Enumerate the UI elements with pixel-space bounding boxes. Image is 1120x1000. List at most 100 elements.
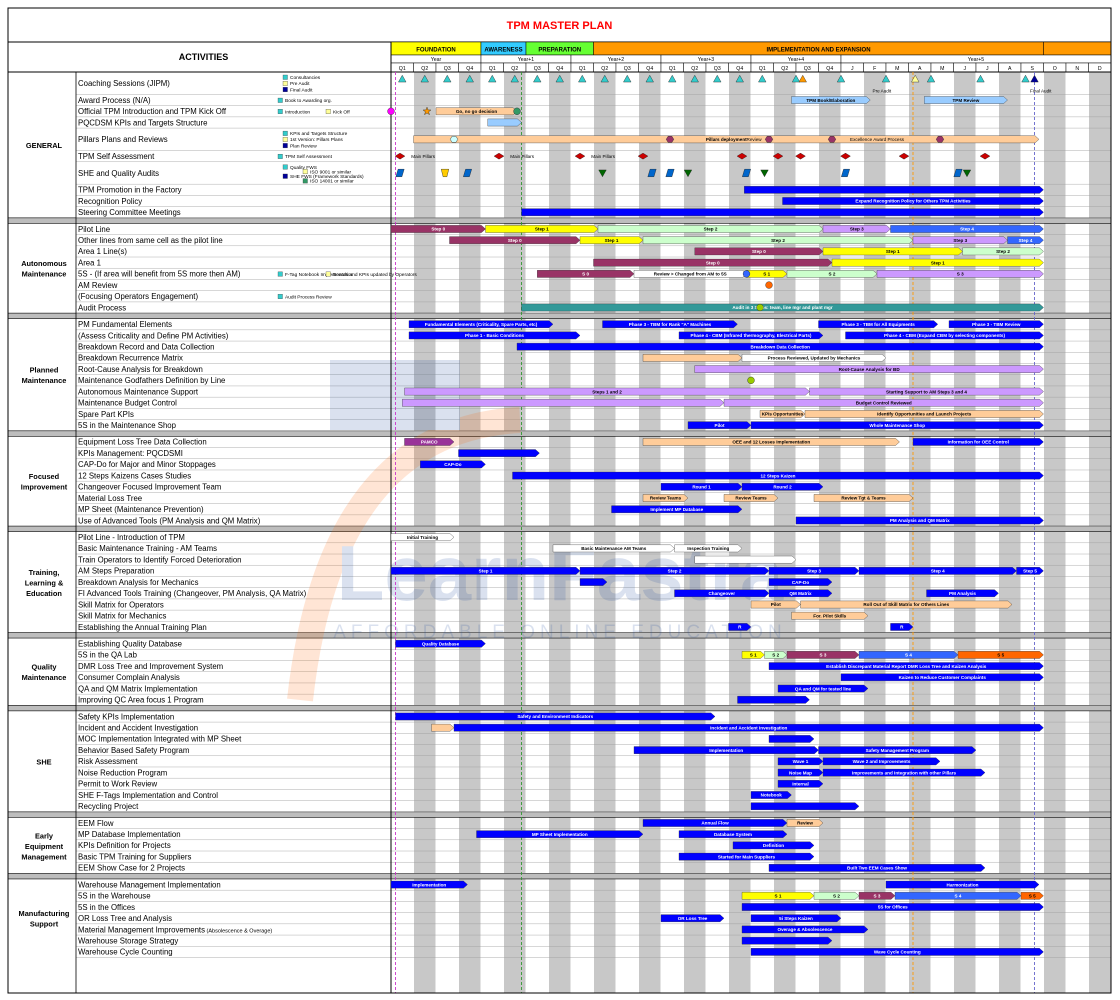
gantt-bar-label: Root-Cause Analysis for BD (839, 367, 901, 372)
legend-symbol (282, 87, 288, 92)
activity-label: KPIs Definition for Projects (78, 841, 171, 850)
activity-label: OR Loss Tree and Analysis (78, 914, 172, 923)
period-label: O (1053, 66, 1057, 72)
milestone-marker (898, 152, 910, 160)
period-label: J (986, 66, 989, 72)
gantt-bar (831, 258, 1044, 267)
activity-label: Behavior Based Safety Program (78, 746, 189, 755)
gantt-bar (845, 331, 1044, 340)
period-label: Q1 (399, 66, 406, 72)
gantt-bar-label: Pillars deployment (706, 137, 747, 142)
period-label: Q3 (804, 66, 811, 72)
gantt-bar-label: Roll Out of Skill Matrix for Others Line… (863, 602, 949, 607)
gantt-bar (390, 533, 455, 541)
legend-label: Book to Awarding org. (285, 98, 332, 104)
milestone-marker (420, 74, 429, 83)
gantt-bar-label: S 2 (833, 893, 840, 898)
milestone-marker (493, 152, 505, 160)
gantt-bar (822, 247, 963, 256)
gantt-bar-label: Notebook (761, 793, 783, 798)
activity-label: DMR Loss Tree and Improvement System (78, 662, 223, 671)
marker-annotation: Final Audit (1030, 88, 1052, 93)
gantt-bar-label: Noise Map (789, 770, 812, 775)
legend-label: 1st Version: Pillars Plans (290, 137, 343, 143)
milestone-marker (911, 74, 920, 83)
legend-symbol (302, 169, 308, 175)
period-label: Q3 (624, 66, 631, 72)
period-label: Q3 (534, 66, 541, 72)
legend-label: F-Tag Notebook Implementation (285, 272, 354, 278)
gantt-bar (404, 387, 810, 396)
gantt-bar (894, 892, 1022, 900)
gantt-bar-label: Quality Database (422, 641, 460, 646)
gantt-bar (395, 639, 486, 648)
gantt-bar-label: Phase 3 - TBM Review (972, 322, 1021, 327)
gantt-bar-label: Step 3 (807, 569, 821, 574)
activity-label: Recognition Policy (78, 197, 142, 206)
gantt-bar-label: Information for OEE Control (948, 440, 1009, 445)
milestone-marker (758, 74, 767, 83)
gantt-bar-label: S 2 (829, 272, 836, 277)
legend-symbol (302, 178, 308, 184)
section-name-line: Focused (29, 472, 60, 481)
gantt-bar (962, 247, 1044, 256)
gantt-bar (678, 331, 824, 340)
activity-label: Warehouse Storage Strategy (78, 936, 178, 945)
milestone-marker (756, 303, 764, 312)
activity-label: Area 1 Line(s) (78, 247, 127, 256)
gantt-bar (1016, 567, 1044, 575)
activity-label: Breakdown Recurrence Matrix (78, 354, 183, 363)
gantt-bar (642, 494, 689, 502)
activity-label: MOC Implementation Integrated with MP Sh… (78, 735, 242, 744)
period-label: Q4 (466, 66, 473, 72)
gantt-bar (813, 892, 860, 900)
gantt-bar-label: S 3 (874, 893, 881, 898)
year-label: Year (431, 57, 442, 63)
activities-header: ACTIVITIES (179, 52, 229, 62)
section-name-line: Autonomous (21, 259, 67, 268)
legend-symbol (325, 109, 331, 114)
phase-label: FOUNDATION (416, 48, 456, 54)
legend-symbol (282, 137, 288, 142)
gantt-bar (957, 651, 1044, 659)
gantt-bar-label: Inspection Training (687, 546, 729, 551)
gantt-bar-label: CAP-Do (444, 462, 462, 467)
row-lines (76, 94, 1111, 958)
gantt-bar (390, 567, 581, 575)
activity-label-suffix: (Absolescence & Overage) (205, 928, 272, 934)
activity-label: Incident and Accident Investigation (78, 724, 198, 733)
activity-label: TPM Promotion in the Factory (78, 186, 182, 195)
activity-label: Spare Part KPIs (78, 410, 134, 419)
quarter-column-shade (999, 72, 1021, 993)
activity-label: EEM Show Case for 2 Projects (78, 864, 185, 873)
gantt-bar-label: Initial Training (407, 535, 438, 540)
section-name-line: Learning & (25, 579, 64, 588)
gantt-bar (750, 791, 792, 799)
gantt-bar (485, 225, 599, 233)
activity-label: Pilot Line - Introduction of TPM (78, 533, 185, 542)
period-label: F (873, 66, 876, 72)
legend-label: Quality FWS (290, 165, 317, 171)
milestone-marker (387, 107, 395, 115)
milestone-marker (668, 74, 677, 83)
section-name-line: Equipment (25, 842, 64, 851)
milestone-marker (736, 152, 748, 160)
gantt-bar-label: Wave Cycle Counting (874, 950, 921, 955)
activity-label: 5S - (If area will benefit from 5S more … (78, 270, 241, 279)
gantt-bar (759, 410, 806, 418)
gantt-bar (1007, 236, 1044, 244)
gantt-bar-label: Step 5 (1023, 569, 1037, 574)
period-label: Q4 (556, 66, 563, 72)
quarter-column-shade (639, 72, 661, 993)
gantt-bar-label: Phase 1 - Basic Conditions (465, 333, 524, 338)
period-label: S (1031, 66, 1035, 72)
gantt-bar (390, 225, 486, 233)
gantt-bar (768, 567, 860, 575)
gantt-bar (512, 471, 1044, 480)
quarter-column-shade (1089, 72, 1111, 993)
period-label: J (851, 66, 854, 72)
gantt-bar (768, 578, 833, 586)
